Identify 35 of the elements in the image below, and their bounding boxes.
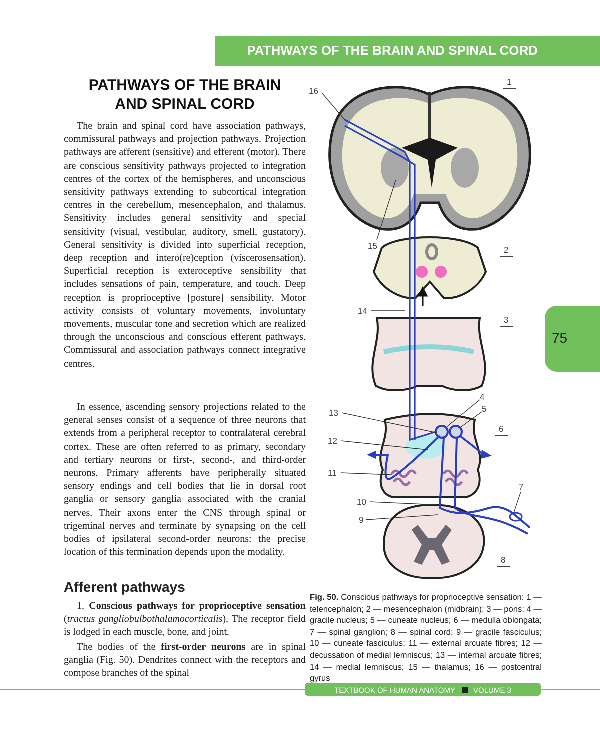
callout-number: 14 [358, 306, 368, 316]
paragraph: In essence, ascending sensory projections related to the general senses consist of a sequence of three neurons that extends from a peripheral receptor to contralateral cerebral cortex. These are often referred to as primary, secondary and tertiary neurons or first-, second-, and third-order neurons. Primary afferents have peripherally situated sensory endings and cell bodies that lie in dorsal root ganglia or sensory ganglia associated with the cranial nerves. Their axons enter the CNS through spinal or trigeminal nerves and terminate by synapsing on the cell bodies of ipsilateral second-order neurons: the precise location of this termination depends upon the modality. [64, 401, 306, 560]
leader-line [342, 412, 438, 434]
callout-number: 13 [329, 408, 338, 418]
leader-line [322, 92, 346, 120]
figure-caption: Fig. 50. Conscious pathways for proprioceptive sensation: 1 — telencephalon; 2 — mesencephalon (midbrain); 3 — pons; 4 — gracile nucleus; 5 — cuneate nucleus; 6 — medulla oblongata; 7 — spinal ganglion; 8 — spinal cord; 9 — gracile fasciculus; 10 — cuneate fasciculus; 11 — external arcuate fibres; 12 — decussation of medial lemniscus; 13 — internal arcuate fibres; 14 — medial lemniscus; 15 — thalamus; 16 — postcentral gyrus [310, 592, 542, 685]
callout-number: 6 [495, 424, 508, 436]
leader-line [340, 472, 392, 476]
callout-number: 2 [500, 245, 513, 257]
leader-line [370, 310, 406, 312]
callout-number: 4 [480, 392, 485, 402]
paragraph: The bodies of the first-order neurons are in spinal ganglia (Fig. 50). Dendrites connect with the receptors and compose branches of the spinal [64, 641, 306, 681]
callout-number: 5 [482, 404, 487, 414]
paragraph: 1. Conscious pathways for proprioceptive sensation (tractus gangliobulbothalamocorticalis). The receptor field is lodged in each muscle, bone, and joint. [64, 600, 306, 640]
heading: PATHWAYS OF THE BRAIN AND SPINAL CORD [88, 76, 282, 114]
leader-line [446, 400, 480, 428]
running-head: PATHWAYS OF THE BRAIN AND SPINAL CORD [247, 43, 538, 58]
leader-line [340, 440, 428, 450]
callout-number: 7 [519, 482, 524, 492]
callout-number: 16 [309, 86, 318, 96]
section-heading: Afferent pathways [64, 579, 186, 595]
callout-number: 15 [368, 241, 378, 251]
callout-number: 11 [328, 468, 337, 478]
callout-number: 8 [497, 555, 510, 567]
callout-number: 3 [500, 315, 513, 327]
callout-number: 9 [359, 515, 364, 525]
leader-line [370, 502, 436, 506]
leader-line [460, 412, 482, 428]
callout-number: 12 [328, 436, 338, 446]
callout-number: 10 [357, 497, 366, 507]
page-number: 75 [552, 330, 568, 346]
leader-line [366, 514, 438, 520]
leader-line [514, 492, 522, 514]
callout-number: 1 [503, 77, 516, 89]
paragraph: The brain and spinal cord have association pathways, commissural pathways and projection pathways. Projection pathways are afferent (sensitive) and efferent (motor). There are conscious sensitivity pathways projected to integration centres of the cortex of the hemispheres, and unconscious sensitivity pathways extending to subcortical integration centres in the cerebellum, mesencephalon, and thalamus. Sensitivity includes general sensitivity and special sensitivity (visual, vestibular, auditory, smell, gustatory). General sensitivity is divided into superficial reception, deep reception and intero(re)ception (viscerosensation). Superficial reception is exteroceptive sensibility that includes sensations of pain, temperature, and touch. Deep reception is proprioceptive [posture] sensibility. Motor activity consists of voluntary movements, involuntary movements, muscular tone and secretion which are realized through the unconscious and conscious efferent pathways. Commissural and association pathways connect integrative centres. [64, 120, 306, 371]
